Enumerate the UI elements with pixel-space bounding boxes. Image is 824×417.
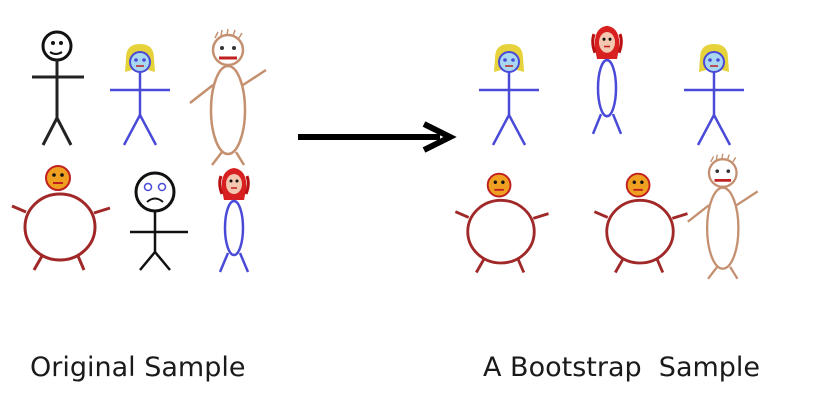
blonde-stick-figure-icon: [108, 42, 172, 147]
black-stick-figure-icon: [30, 30, 86, 147]
tan-tall-figure-icon: [188, 27, 268, 167]
sad-stick-figure-icon: [128, 171, 190, 272]
blonde-stick-figure-icon: [682, 42, 746, 147]
bootstrap-sample-caption: A Bootstrap Sample: [483, 352, 761, 383]
blonde-stick-figure-icon: [477, 42, 541, 147]
red-round-figure-icon: [592, 172, 689, 274]
tan-tall-figure-icon: [686, 152, 760, 281]
right-arrow-icon: [298, 121, 457, 153]
red-round-figure-icon: [10, 164, 112, 272]
redhead-figure-icon: [591, 24, 623, 136]
original-sample-caption: Original Sample: [30, 352, 246, 383]
redhead-figure-icon: [218, 166, 250, 274]
red-round-figure-icon: [453, 172, 550, 274]
